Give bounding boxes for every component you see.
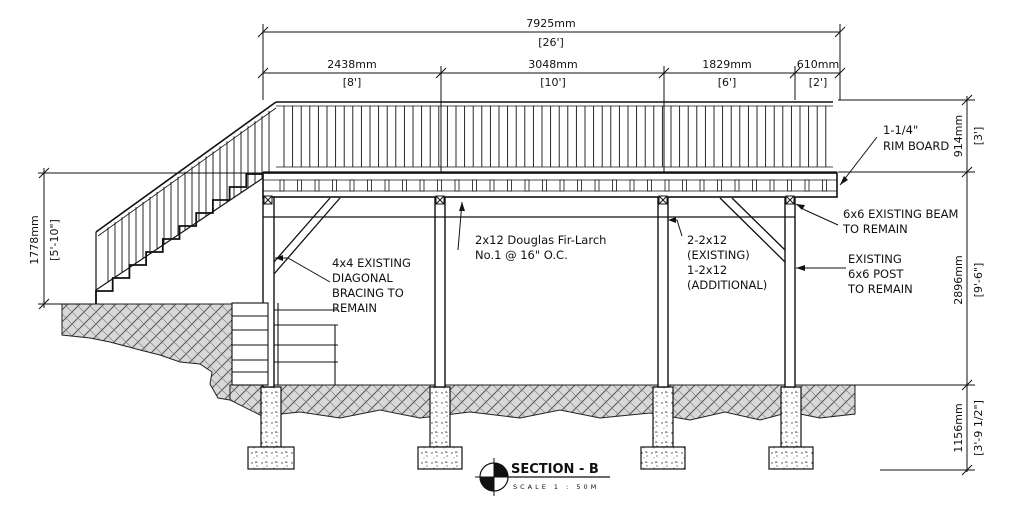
dimension-line-left (38, 167, 262, 310)
dim-footing-ft: [3'-9 1/2"] (972, 400, 985, 456)
deck-railing (263, 101, 837, 173)
dim-span1-ft: [8'] (343, 76, 362, 89)
dim-span3-ft: [6'] (718, 76, 737, 89)
note-joist-2: No.1 @ 16" O.C. (475, 248, 568, 262)
note-beam2-2: (EXISTING) (687, 248, 750, 262)
dim-stair-ft: [5'-10"] (48, 219, 61, 261)
dim-rail-mm: 914mm (952, 115, 965, 157)
dim-stair-mm: 1778mm (28, 215, 41, 264)
note-post-1: EXISTING (848, 252, 902, 266)
ground-main (229, 384, 856, 421)
note-brace-4: REMAIN (332, 301, 377, 315)
note-beam-2: TO REMAIN (842, 222, 908, 236)
dim-span4-mm: 610mm (797, 58, 839, 71)
note-joist-1: 2x12 Douglas Fir-Larch (475, 233, 606, 247)
dim-overall-ft: [26'] (538, 36, 564, 49)
note-rim-2: RIM BOARD (883, 139, 949, 153)
dim-rail-ft: [3'] (972, 127, 985, 146)
note-brace-3: BRACING TO (332, 286, 404, 300)
section-scale: SCALE 1 : 50M (513, 483, 599, 491)
note-beam2-4: (ADDITIONAL) (687, 278, 767, 292)
dim-span2-ft: [10'] (540, 76, 566, 89)
note-post-3: TO REMAIN (847, 282, 913, 296)
note-brace-2: DIAGONAL (332, 271, 393, 285)
note-post-2: 6x6 POST (848, 267, 904, 281)
dim-span3-mm: 1829mm (702, 58, 751, 71)
section-title: SECTION - B (511, 462, 599, 477)
dim-span4-ft: [2'] (809, 76, 828, 89)
note-beam2-3: 1-2x12 (687, 263, 727, 277)
stair (95, 101, 277, 304)
dim-deck-ft: [9'-6"] (972, 263, 985, 298)
diagonal-bracing (273, 197, 786, 275)
dim-deck-mm: 2896mm (952, 255, 965, 304)
section-title-block: SECTION - B SCALE 1 : 50M (475, 458, 610, 496)
note-beam2-1: 2-2x12 (687, 233, 727, 247)
dim-overall-mm: 7925mm (526, 17, 575, 30)
dimension-lines-top (257, 24, 846, 172)
dim-footing-mm: 1156mm (952, 403, 965, 452)
note-brace-1: 4x4 EXISTING (332, 256, 411, 270)
dimension-lines-right (838, 94, 975, 476)
note-rim-1: 1-1/4" (883, 123, 918, 137)
leader-arrows (275, 176, 848, 271)
deck-joists (262, 172, 838, 205)
note-beam-1: 6x6 EXISTING BEAM (843, 207, 958, 221)
dim-span1-mm: 2438mm (327, 58, 376, 71)
lower-railing (231, 302, 338, 386)
dim-span2-mm: 3048mm (528, 58, 577, 71)
